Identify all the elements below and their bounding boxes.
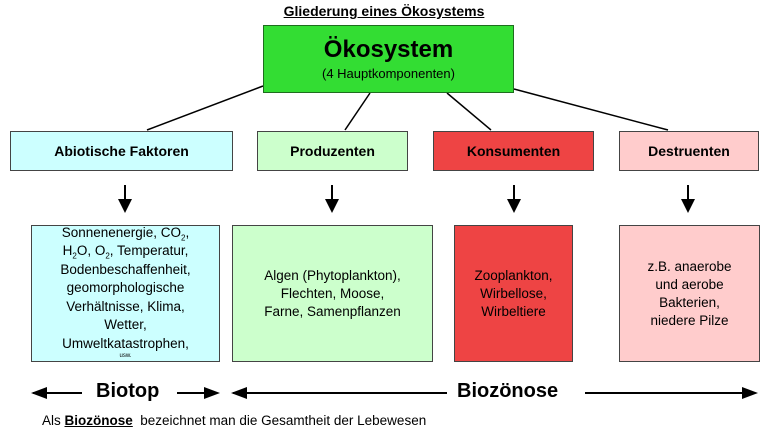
biozoenose-range-arrow (231, 387, 758, 399)
consumers-text: Zooplankton, Wirbellose, Wirbeltiere (474, 267, 553, 319)
category-producers: Produzenten (257, 131, 408, 171)
detail-abiotic: Sonnenenergie, CO2, H2O, O2, Temperatur,… (31, 225, 220, 362)
biozoenose-label: Biozönose (457, 380, 559, 402)
footer-definition: Als Biozönose bezeichnet man die Gesamth… (42, 413, 427, 428)
tree-line-decomposers (513, 88, 669, 131)
abiotic-text: Sonnenenergie, CO2, H2O, O2, Temperatur,… (60, 224, 191, 360)
category-label: Produzenten (290, 143, 375, 159)
category-consumers: Konsumenten (433, 131, 594, 171)
down-arrow-abiotic (118, 185, 132, 213)
tree-line-consumers (446, 92, 492, 131)
tree-line-abiotic (146, 85, 264, 131)
biotop-range-arrow (31, 387, 220, 399)
usw-note: usw. (119, 353, 132, 360)
detail-decomposers: z.B. anaerobe und aerobe Bakterien, nied… (619, 225, 760, 362)
category-label: Abiotische Faktoren (54, 143, 189, 159)
category-label: Destruenten (648, 143, 730, 159)
root-node: Ökosystem (4 Hauptkomponenten) (263, 25, 514, 93)
tree-line-producers (344, 92, 371, 131)
detail-consumers: Zooplankton, Wirbellose, Wirbeltiere (454, 225, 573, 362)
decomposers-text: z.B. anaerobe und aerobe Bakterien, nied… (647, 258, 732, 328)
footer-term: Biozönose (64, 413, 133, 428)
down-arrow-decomposers (681, 185, 695, 213)
root-subtitle: (4 Hauptkomponenten) (322, 66, 455, 81)
detail-producers: Algen (Phytoplankton), Flechten, Moose, … (232, 225, 433, 362)
category-label: Konsumenten (466, 143, 561, 159)
root-title: Ökosystem (323, 36, 454, 63)
category-abiotic-factors: Abiotische Faktoren (10, 131, 233, 171)
down-arrow-consumers (507, 185, 521, 213)
down-arrow-producers (325, 185, 339, 213)
producers-text: Algen (Phytoplankton), Flechten, Moose, … (264, 267, 401, 319)
category-decomposers: Destruenten (619, 131, 759, 171)
biotop-label: Biotop (96, 380, 160, 402)
page-title: Gliederung eines Ökosystems (283, 3, 485, 19)
